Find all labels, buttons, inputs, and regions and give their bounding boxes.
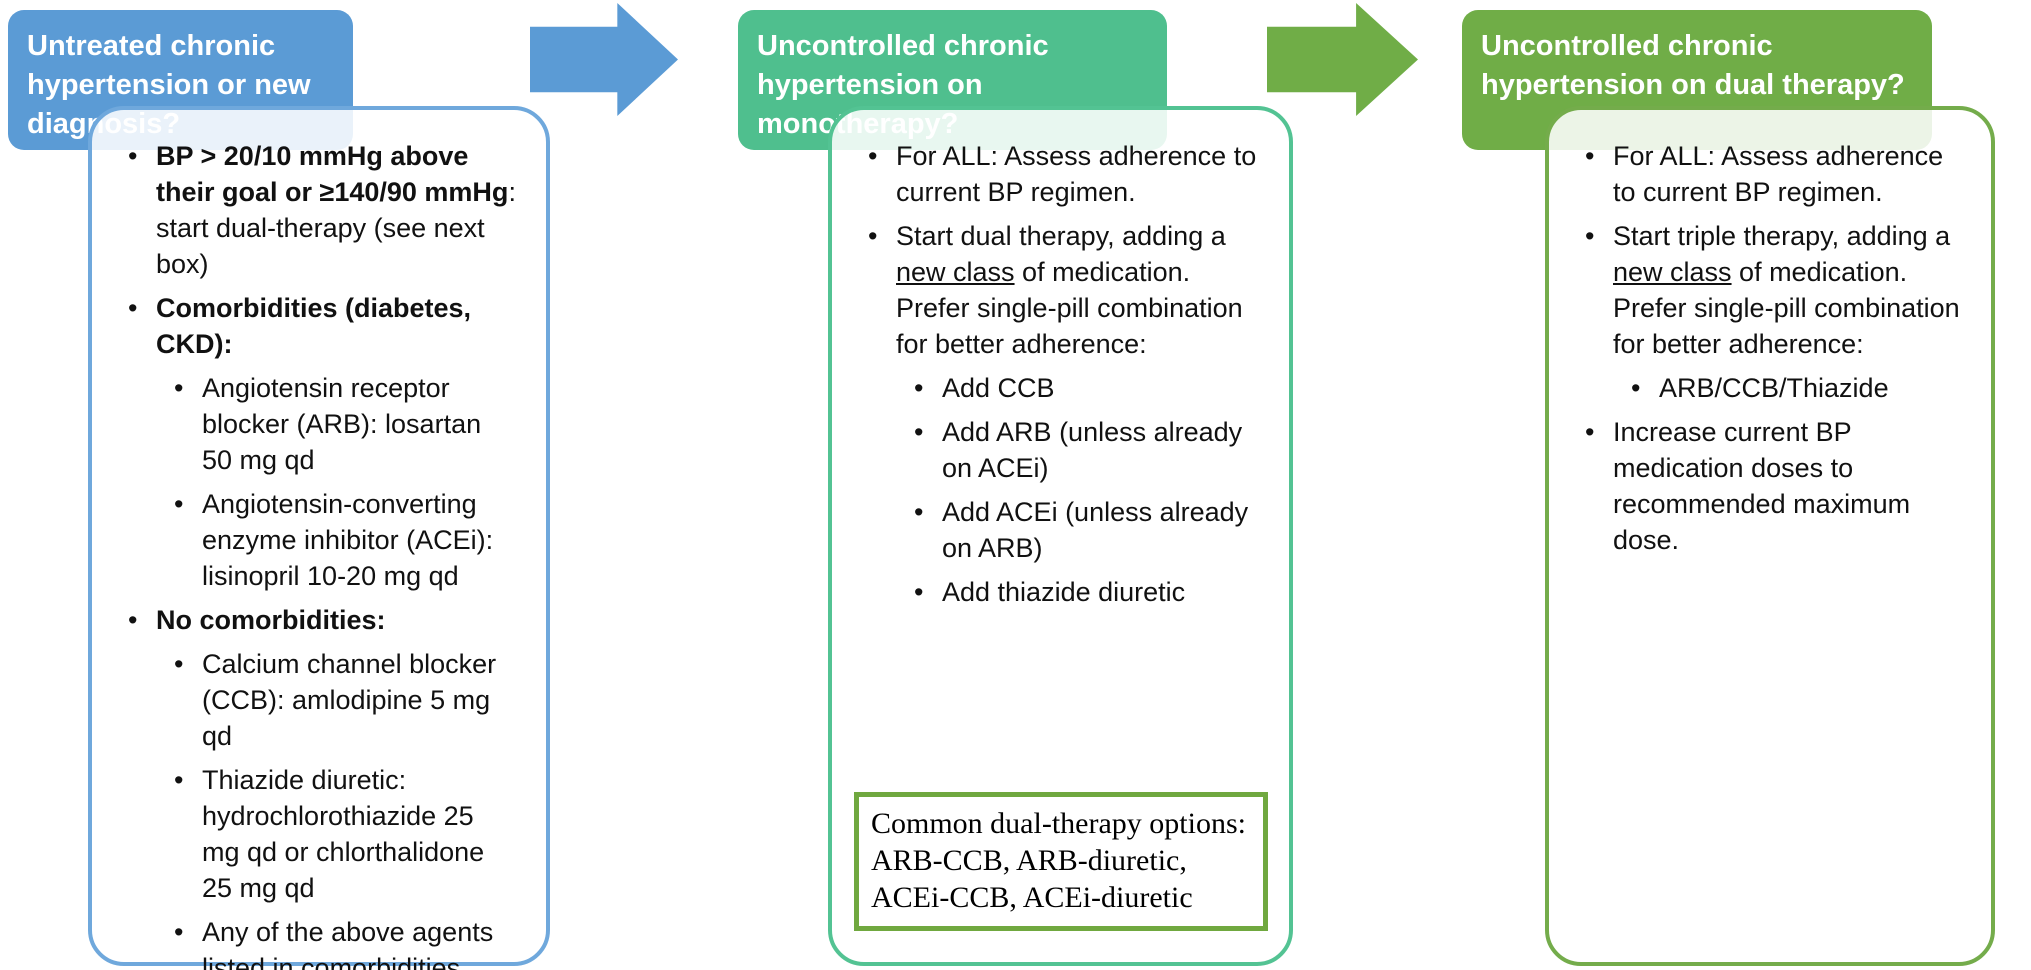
bullet-icon: • [128,141,138,171]
list-item: •Calcium channel blocker (CCB): amlodipi… [166,646,516,754]
body-uncontrolled-dual-therapy: •For ALL: Assess adherence to current BP… [1545,106,1995,966]
list-item: •Add thiazide diuretic [906,574,1259,610]
list-item: •Increase current BP medication doses to… [1577,414,1961,558]
note-line: ACEi-CCB, ACEi-diuretic [871,881,1193,914]
bullet-icon: • [914,417,924,447]
arrow-right-icon [1267,3,1418,116]
note-line: ARB-CCB, ARB-diuretic, [871,844,1187,877]
body-uncontrolled-monotherapy: •For ALL: Assess adherence to current BP… [828,106,1293,966]
body-untreated-hypertension: •BP > 20/10 mmHg above their goal or ≥14… [88,106,550,970]
bullet-icon: • [174,765,184,795]
list-item: •Start triple therapy, adding a new clas… [1577,218,1961,362]
list-item: •For ALL: Assess adherence to current BP… [1577,138,1961,210]
bullet-icon: • [174,649,184,679]
list-item: •Add ACEi (unless already on ARB) [906,494,1259,566]
bullet-icon: • [914,373,924,403]
list-item: •ARB/CCB/Thiazide [1623,370,1961,406]
list-item: •For ALL: Assess adherence to current BP… [860,138,1259,210]
list-item: •Any of the above agents listed in comor… [166,914,516,970]
list-item: •No comorbidities: [120,602,516,638]
bullet-icon: • [1585,141,1595,171]
list-item: •Angiotensin receptor blocker (ARB): los… [166,370,516,478]
bullet-icon: • [868,141,878,171]
header-dual-therapy-label: Uncontrolled chronic hypertension on dua… [1481,30,1905,101]
bullet-icon: • [174,489,184,519]
bullet-list-dual-therapy: •For ALL: Assess adherence to current BP… [1577,138,1961,558]
list-item: •BP > 20/10 mmHg above their goal or ≥14… [120,138,516,282]
list-item: •Angiotensin-converting enzyme inhibitor… [166,486,516,594]
bullet-icon: • [1585,221,1595,251]
list-item: •Comorbidities (diabetes, CKD): [120,290,516,362]
bullet-icon: • [868,221,878,251]
bullet-list-monotherapy: •For ALL: Assess adherence to current BP… [860,138,1259,610]
bullet-icon: • [1585,417,1595,447]
bullet-icon: • [914,497,924,527]
bullet-icon: • [128,293,138,323]
bullet-icon: • [174,373,184,403]
bullet-icon: • [174,917,184,947]
list-item: •Thiazide diuretic: hydrochlorothiazide … [166,762,516,906]
dual-therapy-options-note: Common dual-therapy options: ARB-CCB, AR… [854,792,1268,931]
bullet-icon: • [128,605,138,635]
list-item: •Add CCB [906,370,1259,406]
note-line: Common dual-therapy options: [871,807,1246,840]
arrow-right-icon [530,3,678,116]
list-item: •Start dual therapy, adding a new class … [860,218,1259,362]
bullet-icon: • [914,577,924,607]
list-item: •Add ARB (unless already on ACEi) [906,414,1259,486]
bullet-icon: • [1631,373,1641,403]
bullet-list-untreated: •BP > 20/10 mmHg above their goal or ≥14… [120,138,516,970]
